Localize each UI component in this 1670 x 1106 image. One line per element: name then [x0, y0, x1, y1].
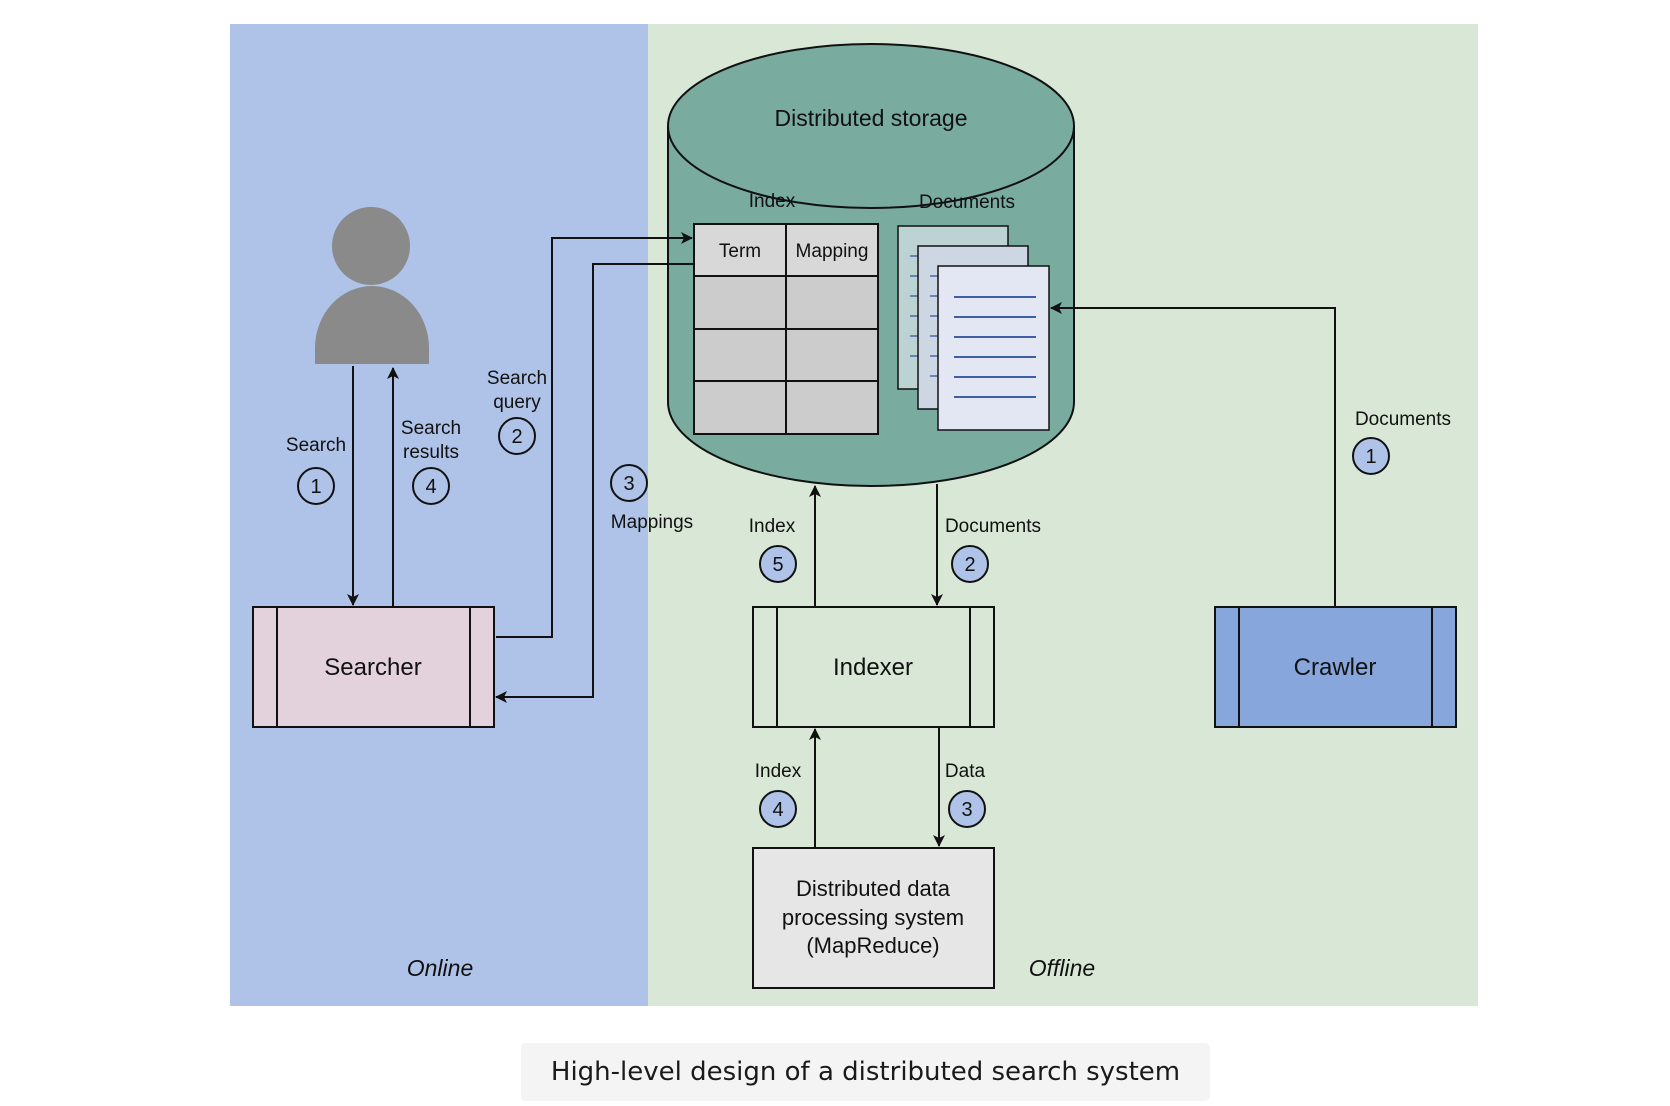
documents-stack-icon	[897, 225, 1050, 431]
crawler-label: Crawler	[1294, 654, 1377, 681]
mappings-arrow	[495, 263, 694, 703]
search-results-label-line-2: results	[403, 442, 459, 463]
svg-text:3: 3	[623, 473, 634, 495]
svg-text:3: 3	[961, 799, 972, 821]
storage-title: Distributed storage	[774, 105, 967, 131]
svg-text:2: 2	[511, 426, 522, 448]
online-zone	[230, 24, 648, 1006]
svg-text:1: 1	[1365, 446, 1376, 468]
storage-documents-label: Documents	[919, 192, 1015, 213]
mapreduce-label-line-2: processing system	[782, 905, 964, 930]
svg-text:5: 5	[772, 554, 783, 576]
svg-text:4: 4	[772, 799, 783, 821]
svg-text:4: 4	[425, 476, 436, 498]
user-icon	[315, 207, 429, 364]
search-query-arrow	[496, 232, 693, 638]
index-table-header-mapping: Mapping	[796, 241, 869, 262]
search-results-label-line-1: Search	[401, 418, 461, 439]
search-query-label-line-2: query	[493, 392, 541, 413]
svg-text:1: 1	[310, 476, 321, 498]
search-query-step-badge: 2	[498, 417, 536, 455]
mapreduce-index-label: Index	[755, 761, 802, 782]
svg-text:2: 2	[964, 554, 975, 576]
search-query-label-line-1: Search	[487, 368, 547, 389]
crawler-documents-arrow	[1050, 302, 1336, 606]
storage-index-label: Index	[749, 191, 796, 212]
search-results-step-badge: 4	[412, 467, 450, 505]
crawler-documents-label: Documents	[1355, 409, 1451, 430]
mappings-step-badge: 3	[610, 464, 648, 502]
data-step-badge: 3	[948, 790, 986, 828]
crawler-documents-step-badge: 1	[1352, 437, 1390, 475]
online-zone-label: Online	[407, 955, 473, 981]
figure-caption: High-level design of a distributed searc…	[521, 1043, 1210, 1101]
index-table: Term Mapping	[693, 223, 879, 435]
searcher-node: Searcher	[252, 606, 495, 728]
mapreduce-label-line-1: Distributed data	[796, 876, 951, 901]
search-label: Search	[286, 435, 346, 456]
mapreduce-node: Distributed data processing system (MapR…	[752, 847, 995, 989]
storage-documents-flow-label: Documents	[945, 516, 1041, 537]
indexer-label: Indexer	[833, 654, 913, 681]
search-step-badge: 1	[297, 467, 335, 505]
caption-text: High-level design of a distributed searc…	[550, 1057, 1181, 1087]
indexer-node: Indexer	[752, 606, 995, 728]
mapreduce-label-line-3: (MapReduce)	[806, 933, 939, 958]
mapreduce-index-step-badge: 4	[759, 790, 797, 828]
crawler-node: Crawler	[1214, 606, 1457, 728]
searcher-label: Searcher	[324, 654, 421, 681]
data-label: Data	[945, 761, 986, 782]
mappings-label: Mappings	[611, 512, 693, 533]
storage-documents-step-badge: 2	[951, 545, 989, 583]
indexer-index-label: Index	[749, 516, 796, 537]
indexer-index-step-badge: 5	[759, 545, 797, 583]
offline-zone-label: Offline	[1029, 955, 1095, 981]
index-table-header-term: Term	[719, 241, 761, 262]
